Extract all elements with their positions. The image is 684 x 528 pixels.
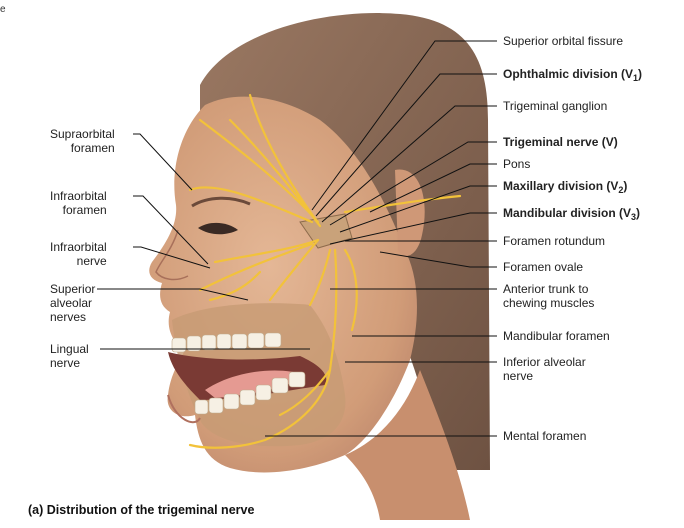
lower-lip: [167, 394, 201, 424]
left-leader-lines: [97, 133, 310, 350]
label-superior-orbital-fissure: Superior orbital fissure: [503, 34, 624, 48]
eyebrow-shape: [191, 196, 251, 208]
maxillary-subscript: 2: [618, 185, 624, 195]
mandibular-subscript: 3: [631, 212, 637, 222]
trigeminal-nerve-branches: [188, 93, 462, 449]
mandibular-text: Mandibular division (V: [503, 206, 632, 220]
label-trigeminal-ganglion: Trigeminal ganglion: [503, 99, 608, 113]
ophthalmic-subscript: 1: [633, 73, 639, 83]
lower-teeth: [194, 371, 306, 415]
label-ophthalmic-division: Ophthalmic division (V1): [503, 67, 643, 83]
label-foramen-ovale: Foramen ovale: [503, 260, 584, 274]
label-maxillary-division: Maxillary division (V2): [503, 179, 628, 195]
right-leader-lines: [265, 40, 497, 437]
label-superior-alveolar-nerves: Superior alveolar nerves: [50, 282, 96, 324]
label-lingual-nerve: Lingual nerve: [50, 342, 89, 370]
hair-shape: [200, 13, 490, 470]
label-inferior-alveolar-nerve: Inferior alveolar nerve: [503, 355, 586, 383]
label-infraorbital-nerve: Infraorbital nerve: [50, 240, 107, 268]
neck-shape: [345, 370, 470, 520]
ganglion-bone: [299, 213, 353, 249]
ear-shape: [395, 169, 425, 256]
nose-shape: [155, 229, 189, 281]
label-pons: Pons: [503, 157, 531, 171]
label-mandibular-division: Mandibular division (V3): [503, 206, 641, 222]
figure-caption: (a) Distribution of the trigeminal nerve: [28, 503, 255, 517]
ophthalmic-text: Ophthalmic division (V: [503, 67, 634, 81]
corner-mark: e: [0, 4, 6, 15]
label-mental-foramen: Mental foramen: [503, 429, 587, 443]
label-infraorbital-foramen: Infraorbital foramen: [50, 189, 107, 217]
label-supraorbital-foramen: Supraorbital foramen: [50, 127, 115, 155]
maxillary-text: Maxillary division (V: [503, 179, 619, 193]
label-mandibular-foramen: Mandibular foramen: [503, 329, 610, 343]
tongue-shape: [205, 370, 305, 398]
label-anterior-trunk: Anterior trunk to chewing muscles: [503, 282, 595, 310]
label-trigeminal-nerve: Trigeminal nerve (V): [503, 135, 618, 149]
upper-teeth: [171, 332, 282, 353]
eye-shape: [198, 222, 238, 235]
label-foramen-rotundum: Foramen rotundum: [503, 234, 606, 248]
